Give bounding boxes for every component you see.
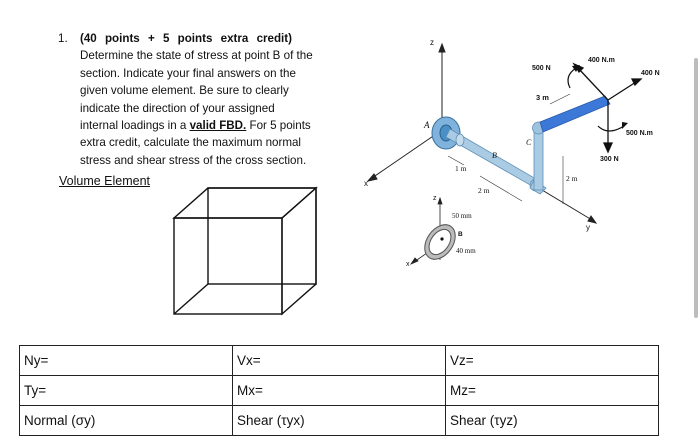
volume-element-label: Volume Element: [59, 174, 151, 188]
problem-line-6-c: For 5 points: [246, 119, 311, 133]
load-500n: 500 N: [532, 65, 551, 72]
cell-vz[interactable]: Vz=: [445, 345, 659, 376]
volume-element-cube: [172, 186, 318, 316]
cell-shear-tau-yz[interactable]: Shear (τyz): [445, 405, 659, 436]
problem-line-6-a: internal loadings in a: [80, 119, 190, 133]
fbd-emphasis: valid FBD.: [189, 119, 247, 133]
point-b-marker: [440, 237, 444, 241]
internal-loadings-table: Ny= Vx= Vz= Ty= Mx= Mz= Normal (σy) Shea…: [19, 345, 659, 436]
problem-line-5: indicate the direction of your assigned: [80, 101, 275, 115]
dim-2m-b: 2 m: [566, 174, 578, 183]
section-z-label: z: [433, 195, 437, 202]
vertical-scrollbar[interactable]: [694, 58, 698, 318]
load-400nm: 400 N.m: [588, 57, 615, 64]
problem-statement: 1. (40 points + 5 points extra credit) D…: [58, 30, 320, 169]
moment-500nm-arrow: [597, 125, 625, 132]
point-a-label: A: [423, 120, 430, 130]
cell-mx[interactable]: Mx=: [232, 375, 446, 406]
x-axis: [371, 129, 443, 179]
section-40mm: 40 mm: [456, 247, 476, 255]
section-b-label: B: [458, 231, 463, 238]
axis-y-label: y: [586, 223, 590, 232]
dim-2m-a: 2 m: [478, 186, 490, 195]
moment-400nm-arrow: [567, 67, 577, 89]
cube-side-face: [281, 186, 317, 316]
force-400n-arrow: [607, 81, 637, 101]
problem-points: (40 points + 5 points extra credit): [80, 32, 293, 45]
force-500n-arrow: [577, 67, 609, 101]
dim-3m: 3 m: [536, 93, 549, 102]
axis-x-label: x: [364, 179, 368, 188]
table-row: Ty= Mx= Mz=: [19, 375, 659, 406]
section-50mm: 50 mm: [452, 212, 472, 220]
point-c-label: C: [526, 138, 532, 147]
pipe-segment-vertical: [533, 127, 544, 191]
cell-ty[interactable]: Ty=: [19, 375, 233, 406]
load-500nm: 500 N.m: [626, 130, 653, 137]
cell-shear-tau-yx[interactable]: Shear (τyx): [232, 405, 446, 436]
axis-z-label: z: [430, 38, 434, 47]
problem-line-3: section. Indicate your final answers on …: [80, 66, 296, 80]
cube-back-face: [207, 187, 317, 285]
cross-section-inner: [428, 228, 452, 256]
table-row: Normal (σy) Shear (τyx) Shear (τyz): [19, 405, 659, 436]
problem-number: 1.: [58, 32, 68, 45]
cell-ny[interactable]: Ny=: [19, 345, 233, 376]
pipe-assembly-figure: z x y A B C 1 m 2 m 2 m 3 m 500 N 400 N.…: [364, 38, 660, 268]
load-400n: 400 N: [641, 70, 660, 77]
problem-line-2: Determine the state of stress at point B…: [80, 49, 313, 63]
problem-line-7: extra credit, calculate the maximum norm…: [80, 136, 302, 150]
dim-1m: 1 m: [455, 164, 467, 173]
cell-mz[interactable]: Mz=: [445, 375, 659, 406]
cell-vx[interactable]: Vx=: [232, 345, 446, 376]
cube-top-face: [172, 187, 318, 219]
problem-line-6: internal loadings in a valid FBD. For 5 …: [80, 117, 320, 134]
point-b-label: B: [492, 151, 497, 160]
load-300n: 300 N: [600, 156, 619, 163]
problem-line-8: stress and shear stress of the cross sec…: [80, 153, 307, 167]
section-x-label: x: [406, 261, 410, 268]
table-row: Ny= Vx= Vz=: [19, 345, 659, 376]
blue-arm: [539, 95, 611, 133]
cell-normal-sigma-y[interactable]: Normal (σy): [19, 405, 233, 436]
problem-line-4: given volume element. Be sure to clearly: [80, 84, 289, 98]
